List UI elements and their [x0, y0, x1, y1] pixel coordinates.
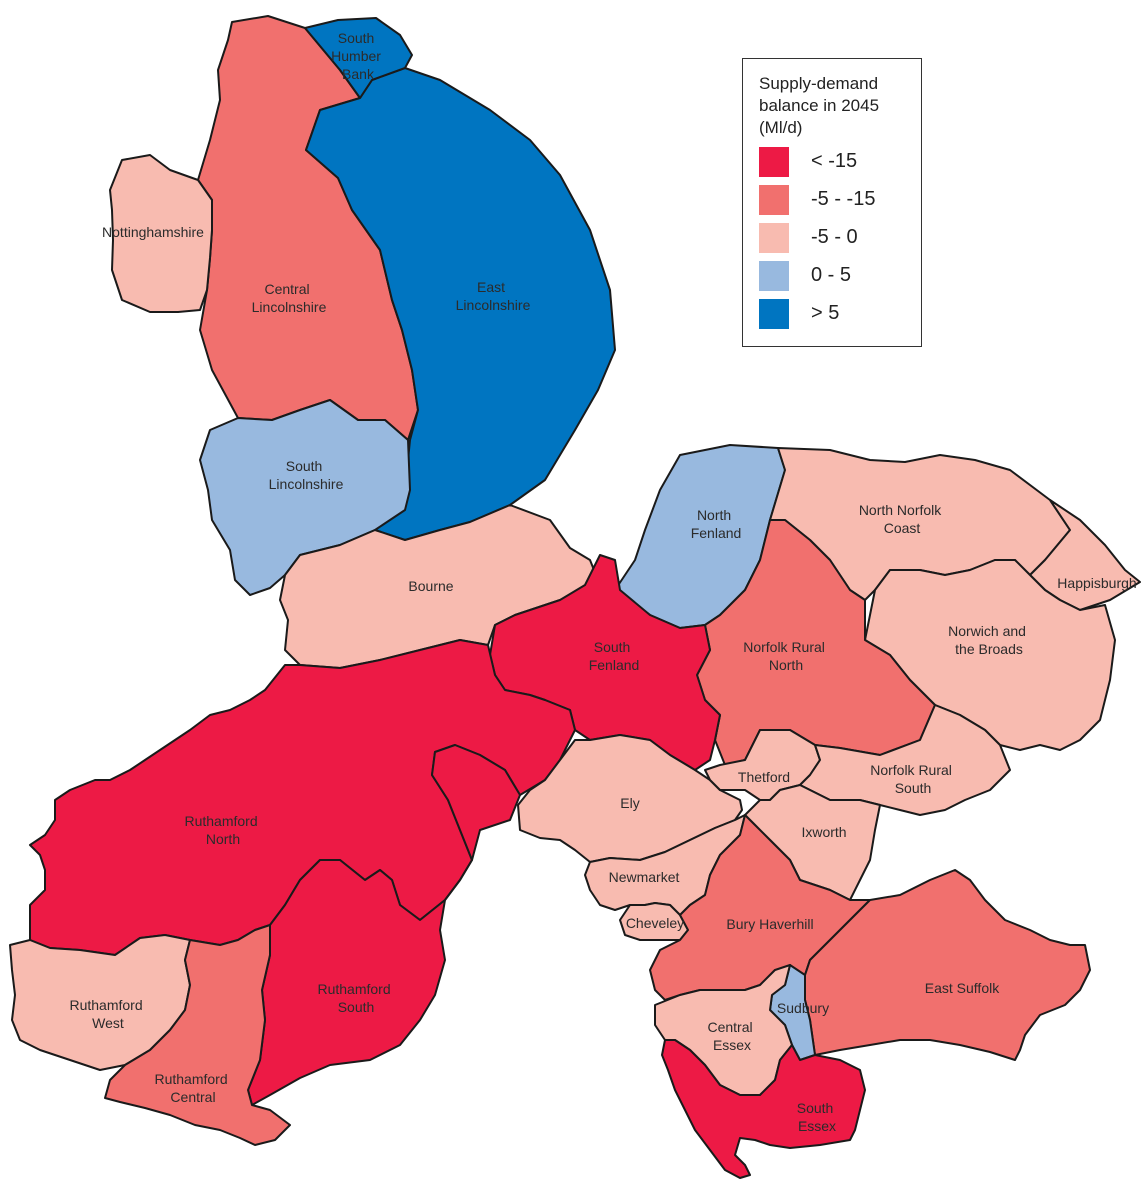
label-norwich-and-the-broads: Norwich and the Broads	[948, 623, 1030, 657]
legend-swatch	[759, 299, 789, 329]
label-nottinghamshire: Nottinghamshire	[102, 224, 204, 240]
legend-title: Supply-demand balance in 2045 (Ml/d)	[759, 73, 919, 139]
label-sudbury: Sudbury	[777, 1000, 829, 1016]
legend-label: -5 - 0	[811, 226, 858, 248]
label-east-suffolk: East Suffolk	[925, 980, 1000, 996]
legend-title-line: (Ml/d)	[759, 118, 803, 137]
label-south-essex: South Essex	[797, 1100, 837, 1134]
label-central-essex: Central Essex	[707, 1019, 756, 1053]
legend-title-line: Supply-demand	[759, 74, 879, 93]
legend-swatch	[759, 223, 789, 253]
label-newmarket: Newmarket	[609, 869, 680, 885]
label-ixworth: Ixworth	[801, 824, 846, 840]
label-norfolk-rural-north: Norfolk Rural North	[743, 639, 829, 673]
label-south-lincolnshire: South Lincolnshire	[269, 458, 344, 492]
label-south-fenland: South Fenland	[589, 639, 640, 673]
label-central-lincolnshire: Central Lincolnshire	[252, 281, 327, 315]
legend-label: -5 - -15	[811, 188, 876, 210]
label-ruthamford-west: Ruthamford West	[69, 997, 146, 1031]
legend-label: > 5	[811, 302, 840, 324]
label-happisburgh: Happisburgh	[1057, 575, 1136, 591]
zone-ruthamford-central[interactable]	[104, 924, 291, 1146]
label-ely: Ely	[620, 795, 639, 811]
zone-south-humber-bank[interactable]	[304, 17, 413, 99]
legend-swatch	[759, 147, 789, 177]
legend-swatch	[759, 261, 789, 291]
legend-label: 0 - 5	[811, 264, 852, 286]
legend-title-line: balance in 2045	[759, 96, 880, 115]
label-east-lincolnshire: East Lincolnshire	[456, 279, 531, 313]
legend-label: < -15	[811, 150, 858, 172]
label-ruthamford-north: Ruthamford North	[184, 813, 261, 847]
label-south-humber-bank: South Humber Bank	[331, 30, 385, 82]
label-norfolk-rural-south: Norfolk Rural South	[870, 762, 956, 796]
label-bury-haverhill: Bury Haverhill	[726, 916, 813, 932]
legend: Supply-demand balance in 2045 (Ml/d) < -…	[742, 58, 922, 347]
legend-swatch	[759, 185, 789, 215]
label-cheveley: Cheveley	[626, 915, 684, 931]
label-ruthamford-south: Ruthamford South	[317, 981, 394, 1015]
label-north-norfolk-coast: North Norfolk Coast	[859, 502, 945, 536]
label-ruthamford-central: Ruthamford Central	[154, 1071, 231, 1105]
label-north-fenland: North Fenland	[691, 507, 742, 541]
zone-south-essex[interactable]	[661, 1039, 866, 1179]
label-bourne: Bourne	[408, 578, 453, 594]
zone-nottinghamshire[interactable]	[109, 154, 213, 313]
label-thetford: Thetford	[738, 769, 790, 785]
